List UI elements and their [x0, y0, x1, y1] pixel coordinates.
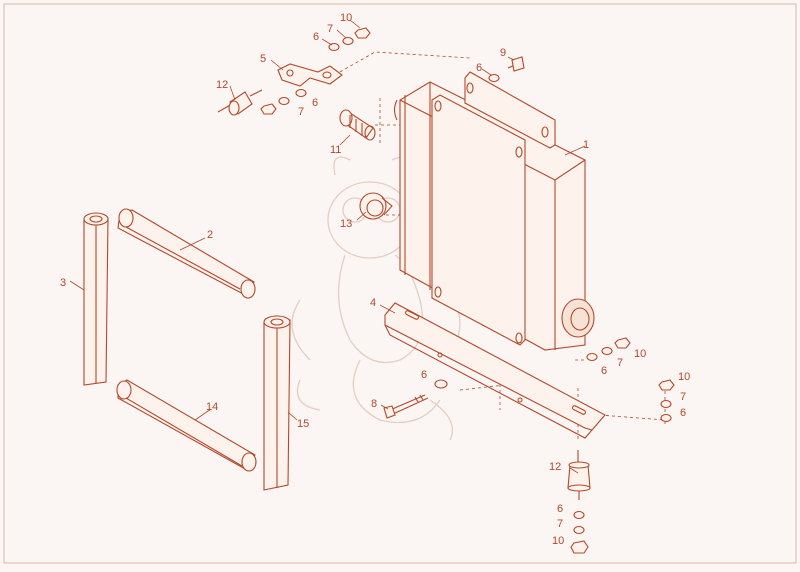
callout-6: 6: [313, 31, 319, 43]
callout-7: 7: [680, 391, 686, 403]
callout-7: 7: [617, 357, 623, 369]
bolt-9: [507, 56, 525, 72]
callout-7: 7: [298, 106, 304, 118]
callout-6: 6: [312, 97, 318, 109]
tube-3: [83, 212, 109, 386]
leader-lines: [69, 19, 586, 474]
small-bracket: [277, 63, 343, 87]
callout-2: 2: [207, 229, 213, 241]
callout-15: 15: [297, 418, 309, 430]
callout-6: 6: [601, 365, 607, 377]
callout-13: 13: [340, 218, 352, 230]
tube-2: [117, 208, 256, 299]
callout-3: 3: [60, 277, 66, 289]
callout-6: 6: [680, 407, 686, 419]
callout-8: 8: [371, 398, 377, 410]
callout-6: 6: [476, 62, 482, 74]
callout-11: 11: [330, 144, 341, 156]
diagram-border: [3, 3, 797, 564]
callout-6: 6: [421, 369, 427, 381]
fitting-11: [339, 109, 376, 141]
assembly-lines: [339, 51, 666, 440]
callout-5: 5: [260, 53, 266, 65]
callout-10: 10: [678, 371, 690, 383]
callout-12: 12: [549, 461, 561, 473]
tube-15: [263, 315, 291, 491]
tube-14: [116, 379, 257, 472]
hardware: [260, 27, 675, 554]
callout-9: 9: [500, 47, 506, 59]
bolt-8: [383, 394, 429, 419]
callout-4: 4: [370, 297, 376, 309]
callout-1: 1: [583, 139, 589, 151]
callout-10: 10: [340, 12, 352, 24]
isolator-lower: [567, 450, 591, 500]
mounting-bracket: [384, 302, 606, 439]
callout-6: 6: [557, 503, 563, 515]
radiator-core: [393, 71, 595, 351]
callout-10: 10: [634, 348, 646, 360]
callout-labels: 1 2 3 4 5 6 6 6 6 6 6 6 7 7 7 7 7 8 9 10…: [60, 12, 690, 547]
isolator-upper: [217, 89, 263, 116]
callout-7: 7: [327, 23, 333, 35]
callout-14: 14: [206, 401, 218, 413]
callout-10: 10: [552, 535, 564, 547]
cap-13: [359, 192, 393, 220]
callout-12: 12: [216, 79, 228, 91]
callout-7: 7: [557, 518, 563, 530]
